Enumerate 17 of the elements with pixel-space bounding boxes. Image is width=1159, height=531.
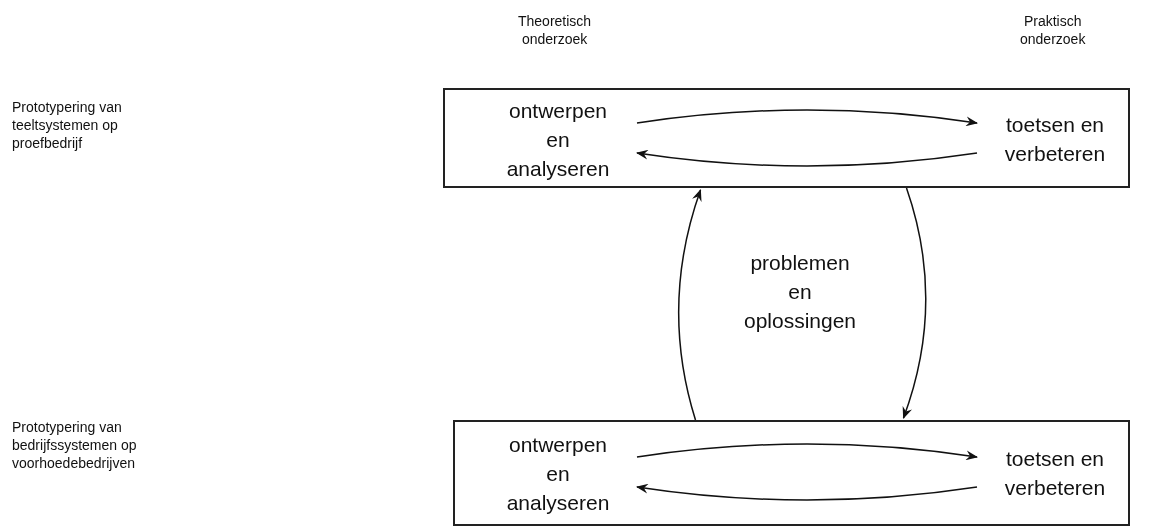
curved-arrow xyxy=(902,187,927,419)
row-heading: Prototypering van teeltsystemen op proefbedrijf xyxy=(12,98,123,152)
node-text: ontwerpen en analyseren xyxy=(506,431,610,516)
column-heading: Theoretisch onderzoek xyxy=(518,12,592,48)
curved-arrow xyxy=(636,483,978,501)
node-text: ontwerpen en analyseren xyxy=(506,97,610,182)
node-text: problemen en oplossingen xyxy=(743,249,857,334)
stage-box xyxy=(453,420,1130,526)
column-heading: Praktisch onderzoek xyxy=(1020,12,1086,48)
node-text: toetsen en verbeteren xyxy=(1004,446,1106,501)
curved-arrow xyxy=(636,443,978,461)
curved-arrow xyxy=(678,189,702,421)
curved-arrow xyxy=(636,109,978,127)
curved-arrow xyxy=(636,149,978,167)
node-text: toetsen en verbeteren xyxy=(1004,112,1106,167)
row-heading: Prototypering van bedrijfssystemen op voorhoedebedrijven xyxy=(12,418,138,472)
stage-box xyxy=(443,88,1130,188)
